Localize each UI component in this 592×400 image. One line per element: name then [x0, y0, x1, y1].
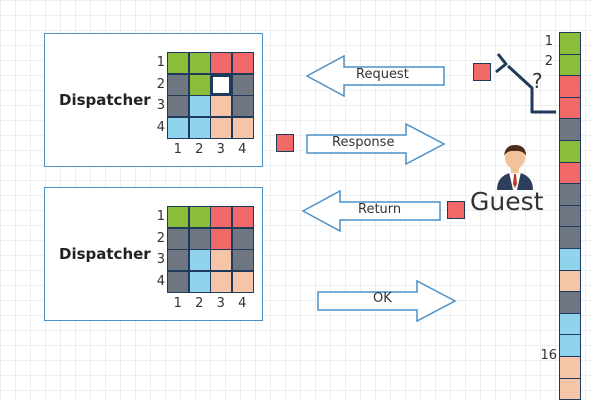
grid-cell [211, 228, 231, 249]
grid-cell [168, 74, 188, 95]
column-numbers: 1 2 3 4 [167, 296, 257, 311]
column-number: 3 [216, 296, 225, 311]
grid-cell [232, 271, 253, 292]
grid-cell [211, 96, 231, 116]
grid-cell [232, 96, 253, 116]
row-number: 3 [156, 252, 165, 267]
ok-arrow [317, 280, 457, 322]
dispatcher-grid [167, 206, 254, 293]
row-numbers: 1 2 3 4 [151, 206, 165, 292]
return-label: Return [358, 202, 402, 217]
grid-cell [189, 250, 210, 270]
queue-segment [560, 54, 580, 76]
dispatcher-label: Dispatcher [59, 245, 151, 263]
column-number: 3 [216, 142, 225, 157]
grid-cell [168, 228, 188, 249]
row-number: 2 [156, 230, 165, 246]
row-number: 4 [156, 273, 165, 289]
pick-request-arrow [495, 53, 556, 114]
top-dispatcher-panel: Dispatcher 1 2 3 4 1 2 3 4 [44, 33, 263, 167]
queue-second-index: 2 [544, 54, 553, 69]
column-number: 4 [238, 296, 247, 311]
grid-cell [232, 228, 253, 249]
grid-cell [232, 117, 253, 138]
response-arrow [306, 123, 446, 165]
grid-cell [189, 96, 210, 116]
row-number: 4 [156, 119, 165, 135]
grid-cell [168, 250, 188, 270]
queue-segment [560, 140, 580, 162]
column-number: 1 [173, 296, 182, 311]
queue-segment [560, 313, 580, 335]
queue-segment [560, 119, 580, 140]
row-number: 3 [156, 98, 165, 113]
queue-segment [560, 33, 580, 54]
grid-cell [232, 53, 253, 73]
queue-last-index: 16 [540, 348, 557, 363]
queue-segment [560, 97, 580, 119]
grid-cell [189, 207, 210, 227]
dispatcher-label: Dispatcher [59, 91, 151, 109]
request-queue-bar [559, 32, 581, 400]
queue-segment [560, 292, 580, 313]
ok-label: OK [373, 291, 392, 306]
question-mark: ? [532, 69, 543, 93]
queue-segment [560, 378, 580, 400]
grid-cell [168, 117, 188, 138]
column-number: 2 [195, 142, 204, 157]
grid-cell [232, 250, 253, 270]
row-number: 1 [156, 209, 165, 224]
queue-segment [560, 162, 580, 184]
grid-cell [232, 74, 253, 95]
row-numbers: 1 2 3 4 [151, 52, 165, 138]
return-item-square [447, 201, 465, 219]
grid-cell [211, 271, 231, 292]
dispatcher-grid [167, 52, 254, 139]
grid-cell [168, 53, 188, 73]
column-number: 4 [238, 142, 247, 157]
grid-cell-selected [211, 74, 231, 95]
queue-segment [560, 227, 580, 248]
queue-segment [560, 356, 580, 378]
return-arrow [302, 190, 441, 232]
queue-segment [560, 205, 580, 227]
row-number: 1 [156, 55, 165, 70]
request-label: Request [356, 67, 409, 82]
request-item-square [473, 63, 491, 81]
grid-cell [211, 117, 231, 138]
column-number: 2 [195, 296, 204, 311]
grid-cell [189, 74, 210, 95]
grid-cell [211, 207, 231, 227]
grid-cell [211, 53, 231, 73]
response-item-square [276, 134, 294, 152]
queue-segment [560, 184, 580, 205]
grid-cell [189, 117, 210, 138]
grid-cell [168, 96, 188, 116]
row-number: 2 [156, 76, 165, 92]
grid-cell [168, 207, 188, 227]
grid-cell [168, 271, 188, 292]
queue-segment [560, 270, 580, 292]
queue-first-index: 1 [544, 34, 553, 49]
request-arrow [306, 55, 445, 97]
grid-cell [189, 228, 210, 249]
grid-cell [189, 271, 210, 292]
column-numbers: 1 2 3 4 [167, 142, 257, 157]
queue-segment [560, 335, 580, 356]
guest-label: Guest [470, 187, 544, 216]
grid-cell [232, 207, 253, 227]
guest-person-icon [497, 145, 533, 190]
queue-segment [560, 248, 580, 270]
queue-segment [560, 76, 580, 97]
grid-cell [211, 250, 231, 270]
bottom-dispatcher-panel: Dispatcher 1 2 3 4 1 2 3 4 [44, 187, 263, 321]
response-label: Response [332, 135, 395, 150]
grid-cell [189, 53, 210, 73]
column-number: 1 [173, 142, 182, 157]
